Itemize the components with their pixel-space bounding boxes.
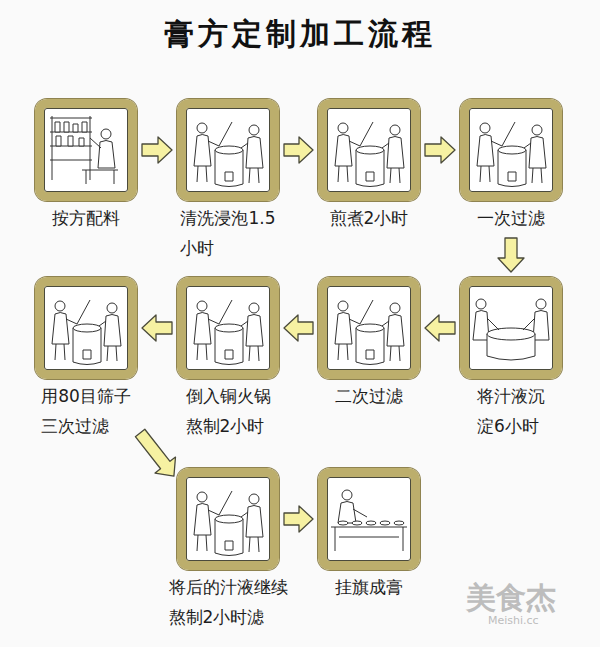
flow-arrow <box>425 137 455 163</box>
step-label: 二次过滤 <box>335 381 403 411</box>
title: 膏方定制加工流程 <box>0 14 600 55</box>
flow-arrow <box>142 315 172 341</box>
process-step: 挂旗成膏 <box>318 468 420 602</box>
flow-arrow <box>284 315 313 341</box>
image-frame <box>177 277 279 379</box>
illustration <box>327 108 411 192</box>
illustration <box>469 286 553 370</box>
illustration <box>327 286 411 370</box>
illustration <box>327 477 411 561</box>
illustration <box>186 108 270 192</box>
illustration <box>186 477 270 561</box>
image-frame <box>318 99 420 201</box>
step-label: 用80目筛子 三次过滤 <box>41 381 131 441</box>
process-step: 二次过滤 <box>318 277 420 411</box>
illustration <box>44 108 128 192</box>
image-frame <box>35 277 137 379</box>
process-step: 煎煮2小时 <box>318 99 420 233</box>
flow-arrow <box>142 137 172 163</box>
process-step: 按方配料 <box>35 99 137 233</box>
illustration <box>186 286 270 370</box>
step-label: 挂旗成膏 <box>335 572 403 602</box>
illustration <box>44 286 128 370</box>
watermark: 美食杰 <box>466 578 556 619</box>
watermark: Meishi.cc <box>488 614 539 627</box>
process-step: 倒入铜火锅 熬制2小时 <box>177 277 279 441</box>
process-step: 一次过滤 <box>460 99 562 233</box>
image-frame <box>318 277 420 379</box>
process-step: 清洗浸泡1.5 小时 <box>177 99 279 263</box>
frame-illustrations <box>44 108 553 561</box>
image-frame <box>460 99 562 201</box>
image-frame <box>318 468 420 570</box>
step-label: 倒入铜火锅 熬制2小时 <box>186 381 271 441</box>
image-frame <box>177 99 279 201</box>
image-frame <box>35 99 137 201</box>
flow-arrow <box>425 315 455 341</box>
step-label: 清洗浸泡1.5 小时 <box>180 203 275 263</box>
flow-arrow <box>284 506 313 532</box>
process-step: 将后的汁液继续 熬制2小时滤 <box>177 468 279 632</box>
process-step: 将汁液沉 淀6小时 <box>460 277 562 441</box>
illustration <box>469 108 553 192</box>
step-label: 将汁液沉 淀6小时 <box>477 381 545 441</box>
step-label: 将后的汁液继续 熬制2小时滤 <box>169 572 288 632</box>
process-step: 用80目筛子 三次过滤 <box>35 277 137 441</box>
step-label: 一次过滤 <box>477 203 545 233</box>
step-label: 按方配料 <box>52 203 120 233</box>
flow-arrow <box>135 429 175 476</box>
step-label: 煎煮2小时 <box>330 203 409 233</box>
image-frame <box>177 468 279 570</box>
flow-arrow <box>498 238 524 272</box>
image-frame <box>460 277 562 379</box>
flow-arrow <box>284 137 313 163</box>
